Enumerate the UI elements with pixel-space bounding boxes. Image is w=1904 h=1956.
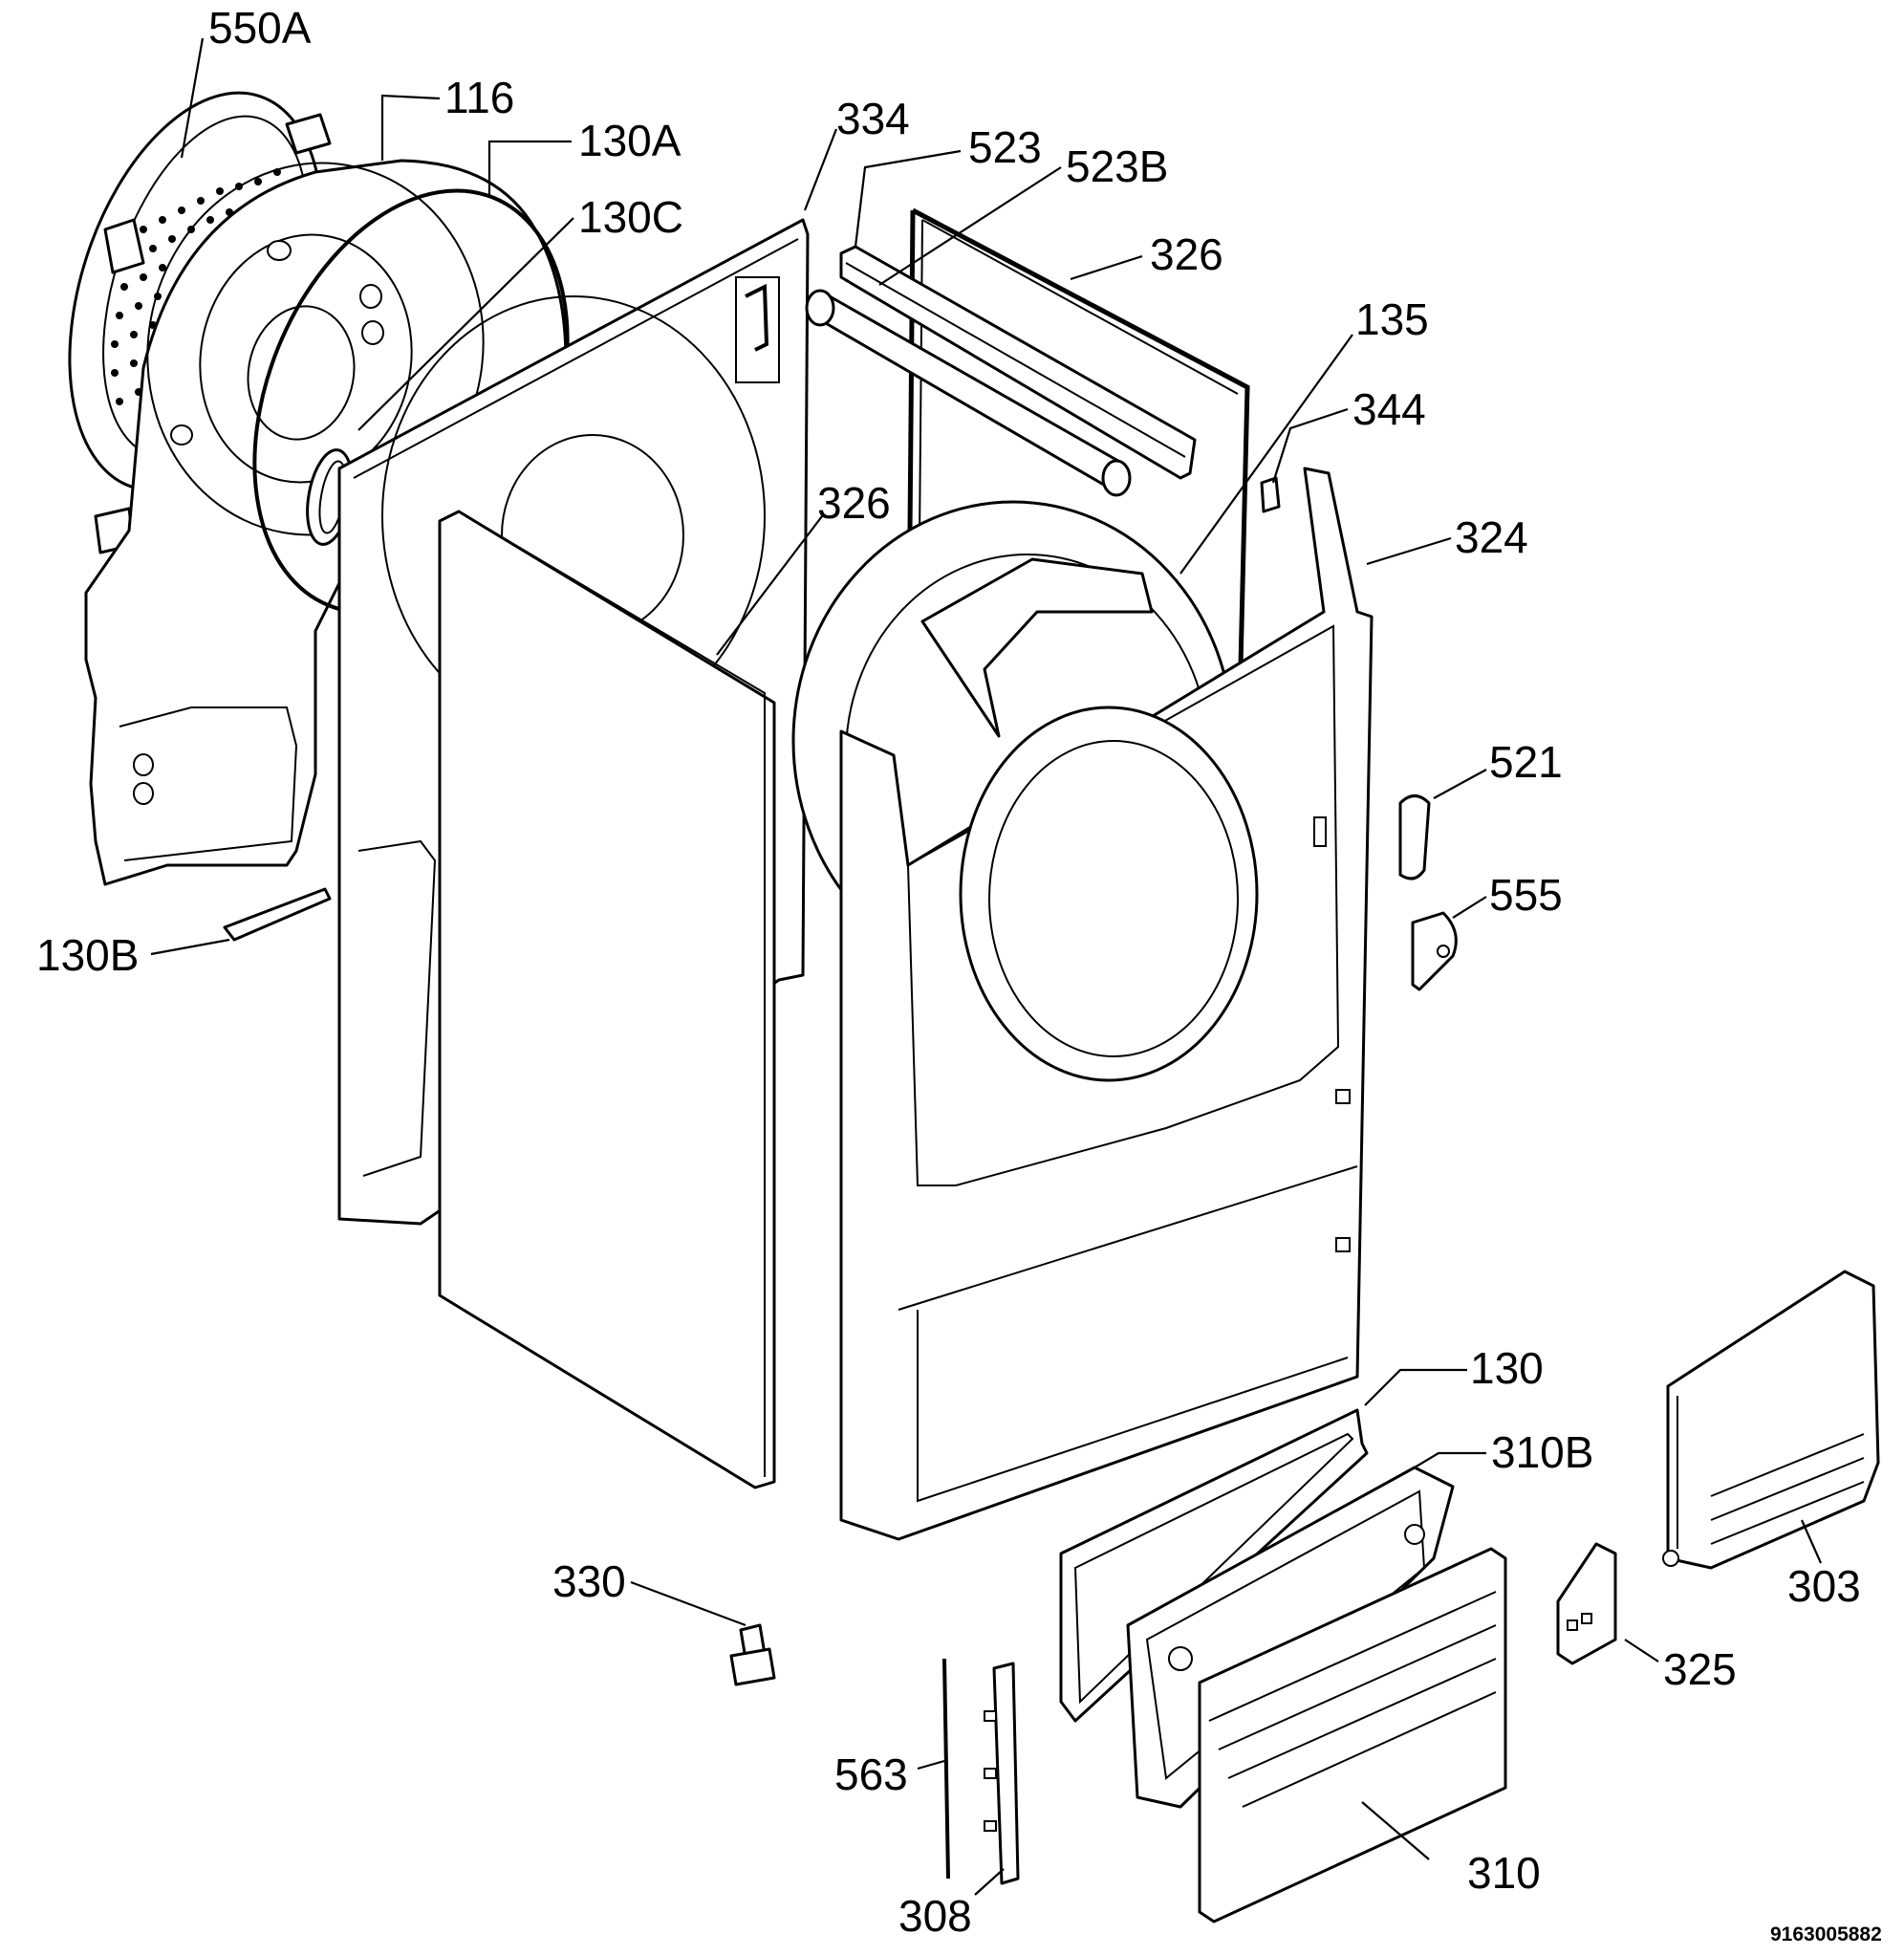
callout-550A: 550A — [208, 3, 312, 53]
part-filter-door-310 — [1198, 1547, 1507, 1923]
callout-523: 523 — [968, 122, 1042, 172]
part-bracket-325 — [1556, 1542, 1617, 1665]
callout-130A: 130A — [578, 116, 682, 165]
callout-521: 521 — [1489, 737, 1563, 787]
callout-labels: 550A 116 130A 130C 334 523 523B 326 135 … — [36, 3, 1882, 1945]
drawing-number: 9163005882 — [1770, 1923, 1882, 1945]
callout-130B: 130B — [36, 930, 139, 980]
callout-334: 334 — [836, 94, 910, 143]
part-trim-303 — [1662, 1270, 1880, 1570]
callout-310B: 310B — [1491, 1427, 1593, 1477]
callout-325: 325 — [1663, 1644, 1737, 1694]
callout-326-mid: 326 — [817, 478, 891, 528]
callout-130: 130 — [1470, 1343, 1544, 1393]
callout-326-top: 326 — [1150, 229, 1223, 279]
leader-lines — [150, 37, 1823, 1896]
callout-344: 344 — [1352, 384, 1426, 434]
callout-523B: 523B — [1066, 141, 1168, 191]
part-hinge-308 — [984, 1662, 1020, 1885]
part-seal-strip-130B — [223, 887, 332, 942]
callout-555: 555 — [1489, 870, 1563, 920]
part-tube-523B — [805, 289, 1132, 497]
callout-303: 303 — [1787, 1561, 1861, 1611]
callout-135: 135 — [1355, 294, 1429, 344]
part-side-panel-326 — [438, 510, 776, 1489]
callout-563: 563 — [834, 1750, 908, 1799]
callout-130C: 130C — [578, 192, 683, 242]
callout-308: 308 — [898, 1891, 972, 1941]
callout-310: 310 — [1467, 1848, 1541, 1898]
callout-116: 116 — [444, 73, 514, 122]
part-rod-563 — [942, 1658, 950, 1880]
callout-330: 330 — [552, 1556, 626, 1606]
callout-324: 324 — [1455, 512, 1528, 562]
part-cover-555 — [1411, 911, 1458, 991]
part-clip-344 — [1260, 476, 1281, 513]
part-front-panel-324 — [839, 467, 1374, 1541]
part-foot-330 — [729, 1623, 776, 1686]
part-cover-521 — [1398, 794, 1431, 880]
